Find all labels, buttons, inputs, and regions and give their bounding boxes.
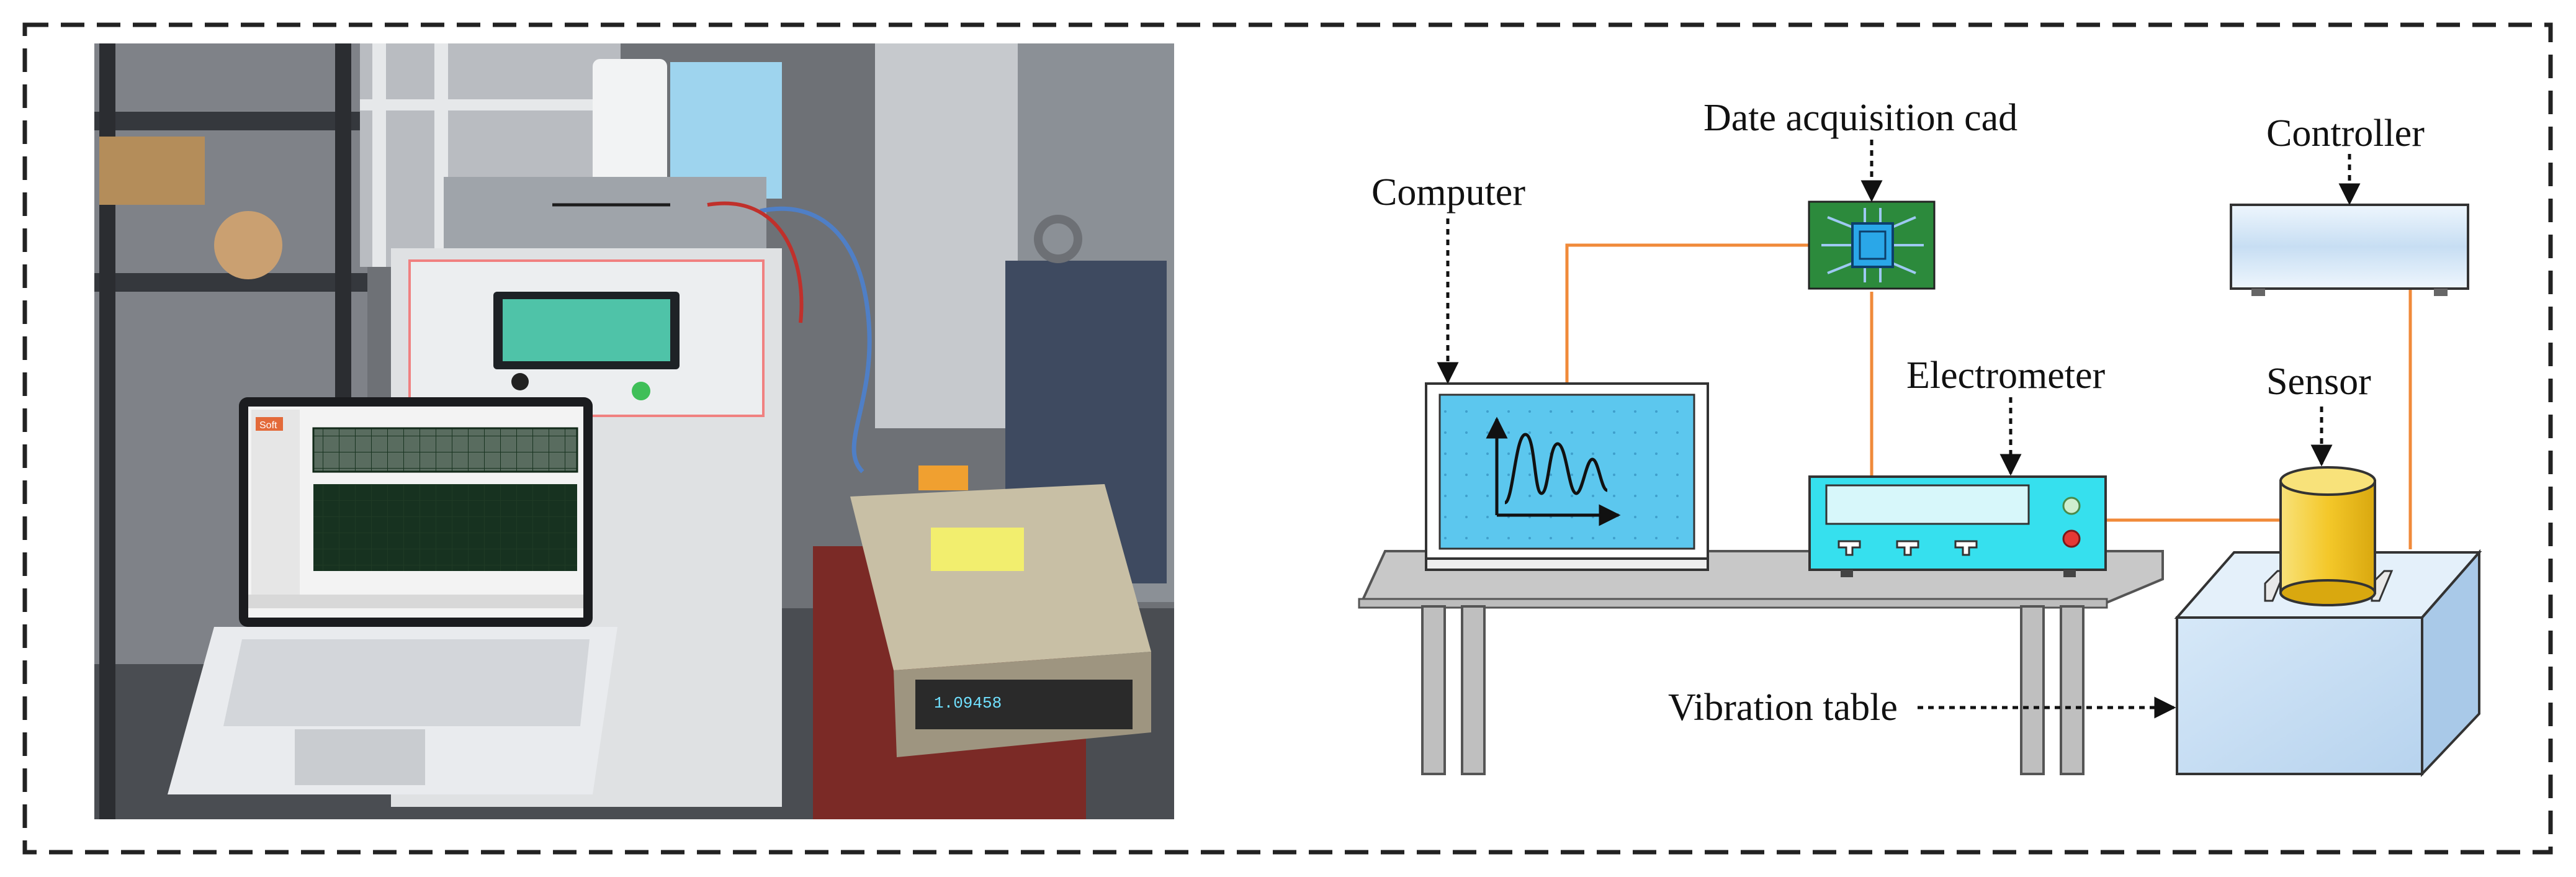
sensor-cylinder-icon [2264,466,2394,606]
photo-panel: Soft 1.09458 [94,43,1174,819]
outer-dashed-frame [22,22,2553,855]
photo-multimeter: 1.09458 [850,465,1151,757]
laptop-icon [1425,382,1709,571]
waveform-plot-icon [1486,416,1621,526]
photo-multimeter-reading: 1.09458 [934,694,1002,713]
wire-computer-to-daq [1565,243,1809,385]
vibration-table-box-icon [2174,549,2482,778]
controller-box-icon [2230,204,2469,296]
label-computer: Computer [1371,171,1525,214]
callout-arrows [1437,140,2361,719]
pcb-chip-icon [1808,200,1936,290]
label-vibration-table: Vibration table [1668,686,1898,729]
photo-laptop-title: Soft [259,420,277,431]
desk-icon [1358,550,2164,775]
electrometer-icon [1808,475,2107,577]
label-daq: Date acquisition cad [1703,97,2017,139]
label-sensor: Sensor [2266,361,2371,403]
label-electrometer: Electrometer [1906,354,2105,397]
label-controller: Controller [2266,112,2425,155]
wiring [1565,243,2412,549]
photo-laptop: Soft [168,397,617,794]
